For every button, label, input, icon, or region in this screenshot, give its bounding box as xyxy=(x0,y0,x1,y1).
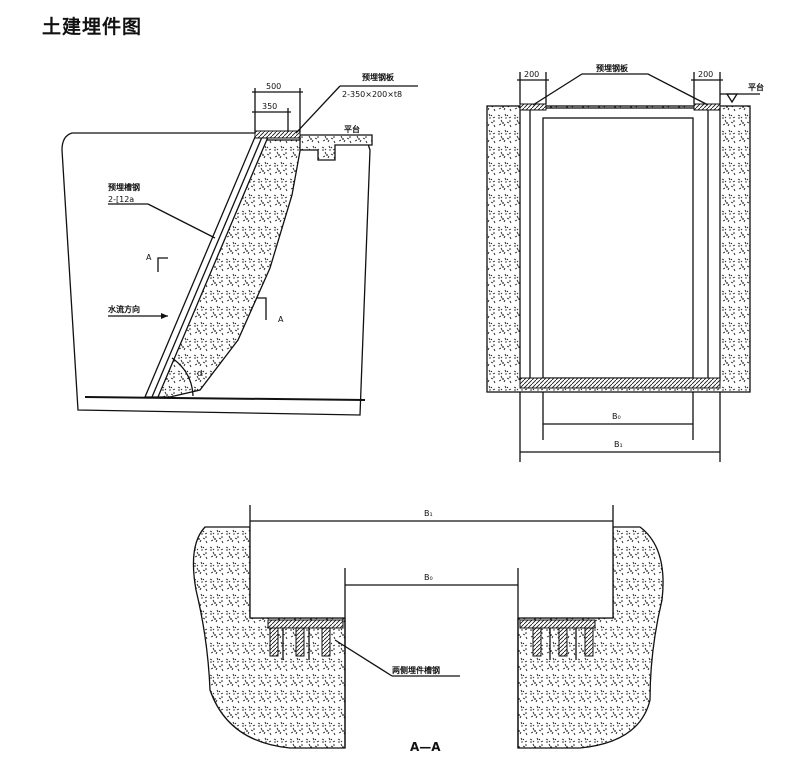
section-opening xyxy=(250,525,613,618)
plate-label: 预埋钢板 xyxy=(596,63,629,73)
river-bed-outline xyxy=(61,132,371,416)
platform-label: 平台 xyxy=(344,124,360,134)
channel-centerline xyxy=(151,136,263,398)
dim-left-label: 200 xyxy=(524,70,539,79)
embedded-plate xyxy=(254,130,301,139)
left-concrete-pier xyxy=(192,526,346,749)
flow-arrow-head xyxy=(161,313,168,319)
section-mark-right-label: A xyxy=(278,315,284,324)
platform-label: 平台 xyxy=(748,82,764,92)
section-view: B₁ B₀ 两侧埋件槽钢 A—A xyxy=(192,505,664,754)
plate-leader xyxy=(295,85,341,134)
section-title: A—A xyxy=(410,740,441,754)
plate-spec: 2-350×200×t8 xyxy=(342,90,402,99)
section-mark-right xyxy=(256,297,267,320)
channel-label: 预埋槽钢 xyxy=(108,182,140,192)
outer-width-label: B₁ xyxy=(614,440,623,449)
section-width-inner: B₀ xyxy=(424,573,433,582)
callout-label: 两侧埋件槽钢 xyxy=(392,665,440,675)
side-view: 500 350 预埋钢板 2-350×200×t8 平台 预埋槽钢 2-[12a… xyxy=(61,72,418,416)
channel-leader xyxy=(147,203,216,239)
section-width-top: B₁ xyxy=(424,509,433,518)
platform-slab xyxy=(299,134,373,161)
right-embedded-channels xyxy=(519,619,596,660)
inner-width-label: B₀ xyxy=(612,412,621,421)
channel-spec: 2-[12a xyxy=(108,195,134,204)
dim-inner-label: 350 xyxy=(262,102,277,111)
level-symbol xyxy=(725,93,739,104)
angle-label: α xyxy=(197,369,203,379)
plate-leaders xyxy=(532,73,709,106)
section-mark-left-label: A xyxy=(146,253,152,262)
callout-leader xyxy=(334,639,393,677)
dim-right-label: 200 xyxy=(698,70,713,79)
section-mark-left xyxy=(157,257,168,272)
page-title: 土建埋件图 xyxy=(42,16,143,38)
angle-arc xyxy=(171,357,194,397)
front-view: 200 200 预埋钢板 平台 B₀ B₁ xyxy=(486,63,764,462)
bottom-embed xyxy=(519,377,721,389)
flow-direction-label: 水流方向 xyxy=(107,304,140,314)
left-embedded-channels xyxy=(267,619,344,660)
plate-label: 预埋钢板 xyxy=(362,72,395,82)
ground-line xyxy=(84,396,366,401)
dim-outer-label: 500 xyxy=(266,82,281,91)
plate-left xyxy=(519,103,547,111)
opening-inner xyxy=(542,117,694,379)
